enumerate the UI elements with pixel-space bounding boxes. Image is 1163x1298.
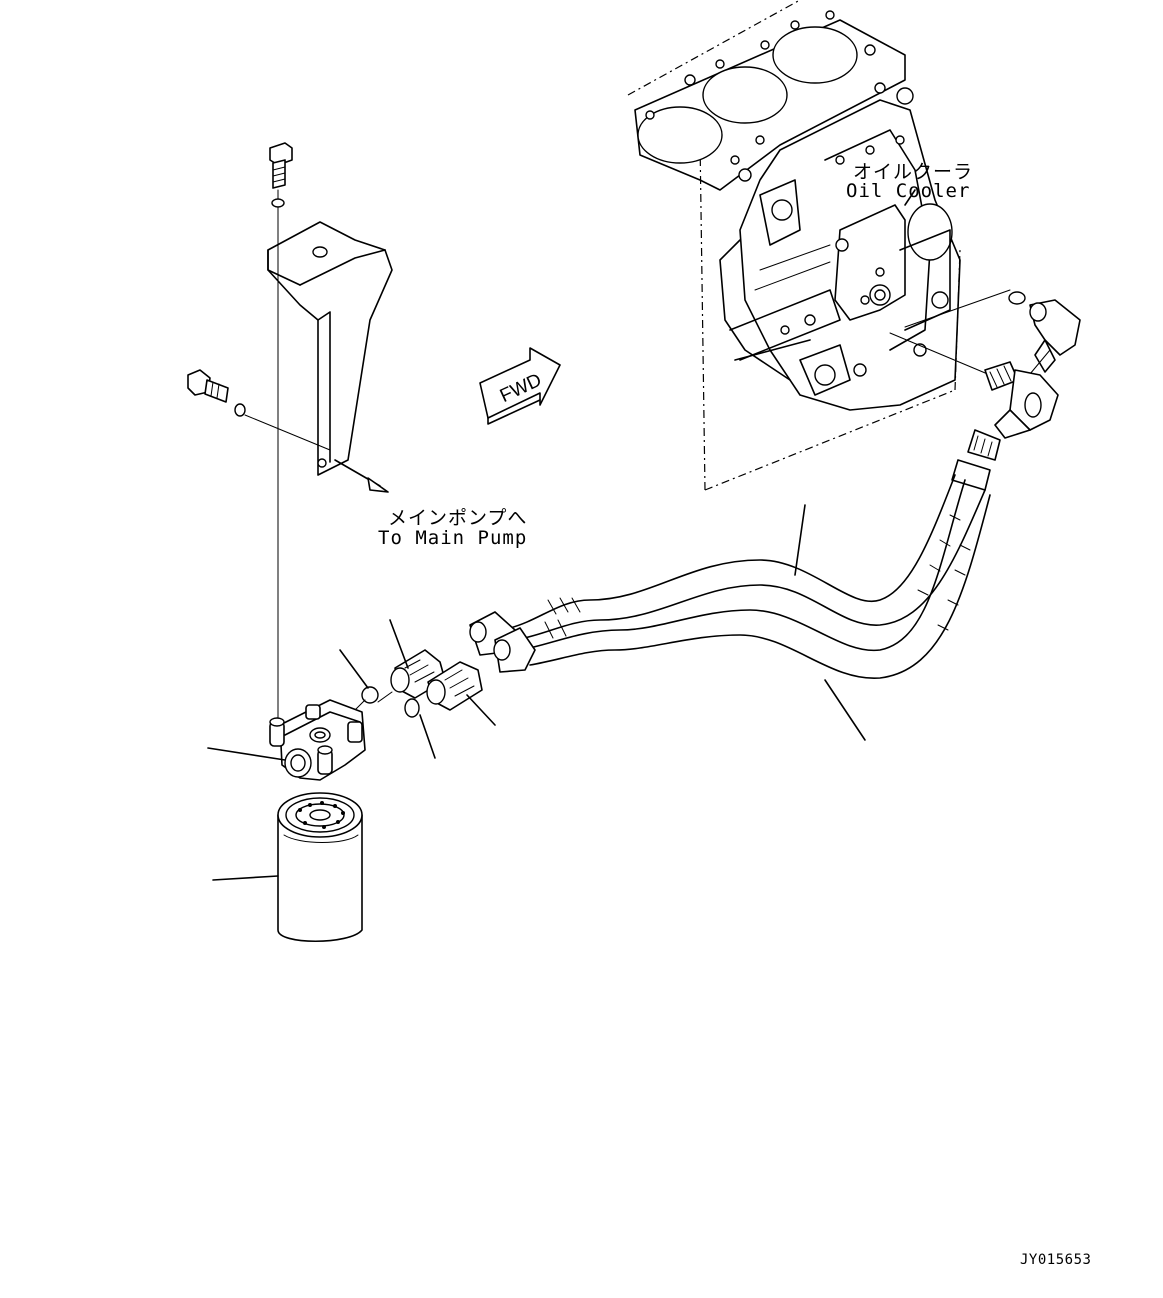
oil-hoses <box>469 429 1001 741</box>
filter-head <box>207 699 366 781</box>
oil-cooler-label-en: Oil Cooler <box>846 180 971 202</box>
drawing-code: JY015653 <box>1020 1252 1092 1268</box>
oil-filter-cartridge <box>212 792 363 942</box>
main-pump-label-en: To Main Pump <box>378 527 528 549</box>
main-pump-label-jp: メインポンプへ <box>388 507 528 529</box>
fwd-arrow: FWD <box>479 347 561 425</box>
engine-block <box>627 0 961 491</box>
oil-cooler-leader <box>904 189 916 206</box>
adapters <box>339 619 496 759</box>
oil-cooler-elbow-fittings <box>889 289 1081 439</box>
mounting-bracket <box>187 142 393 721</box>
oil-cooler-label-jp: オイルクーラ <box>853 161 974 183</box>
